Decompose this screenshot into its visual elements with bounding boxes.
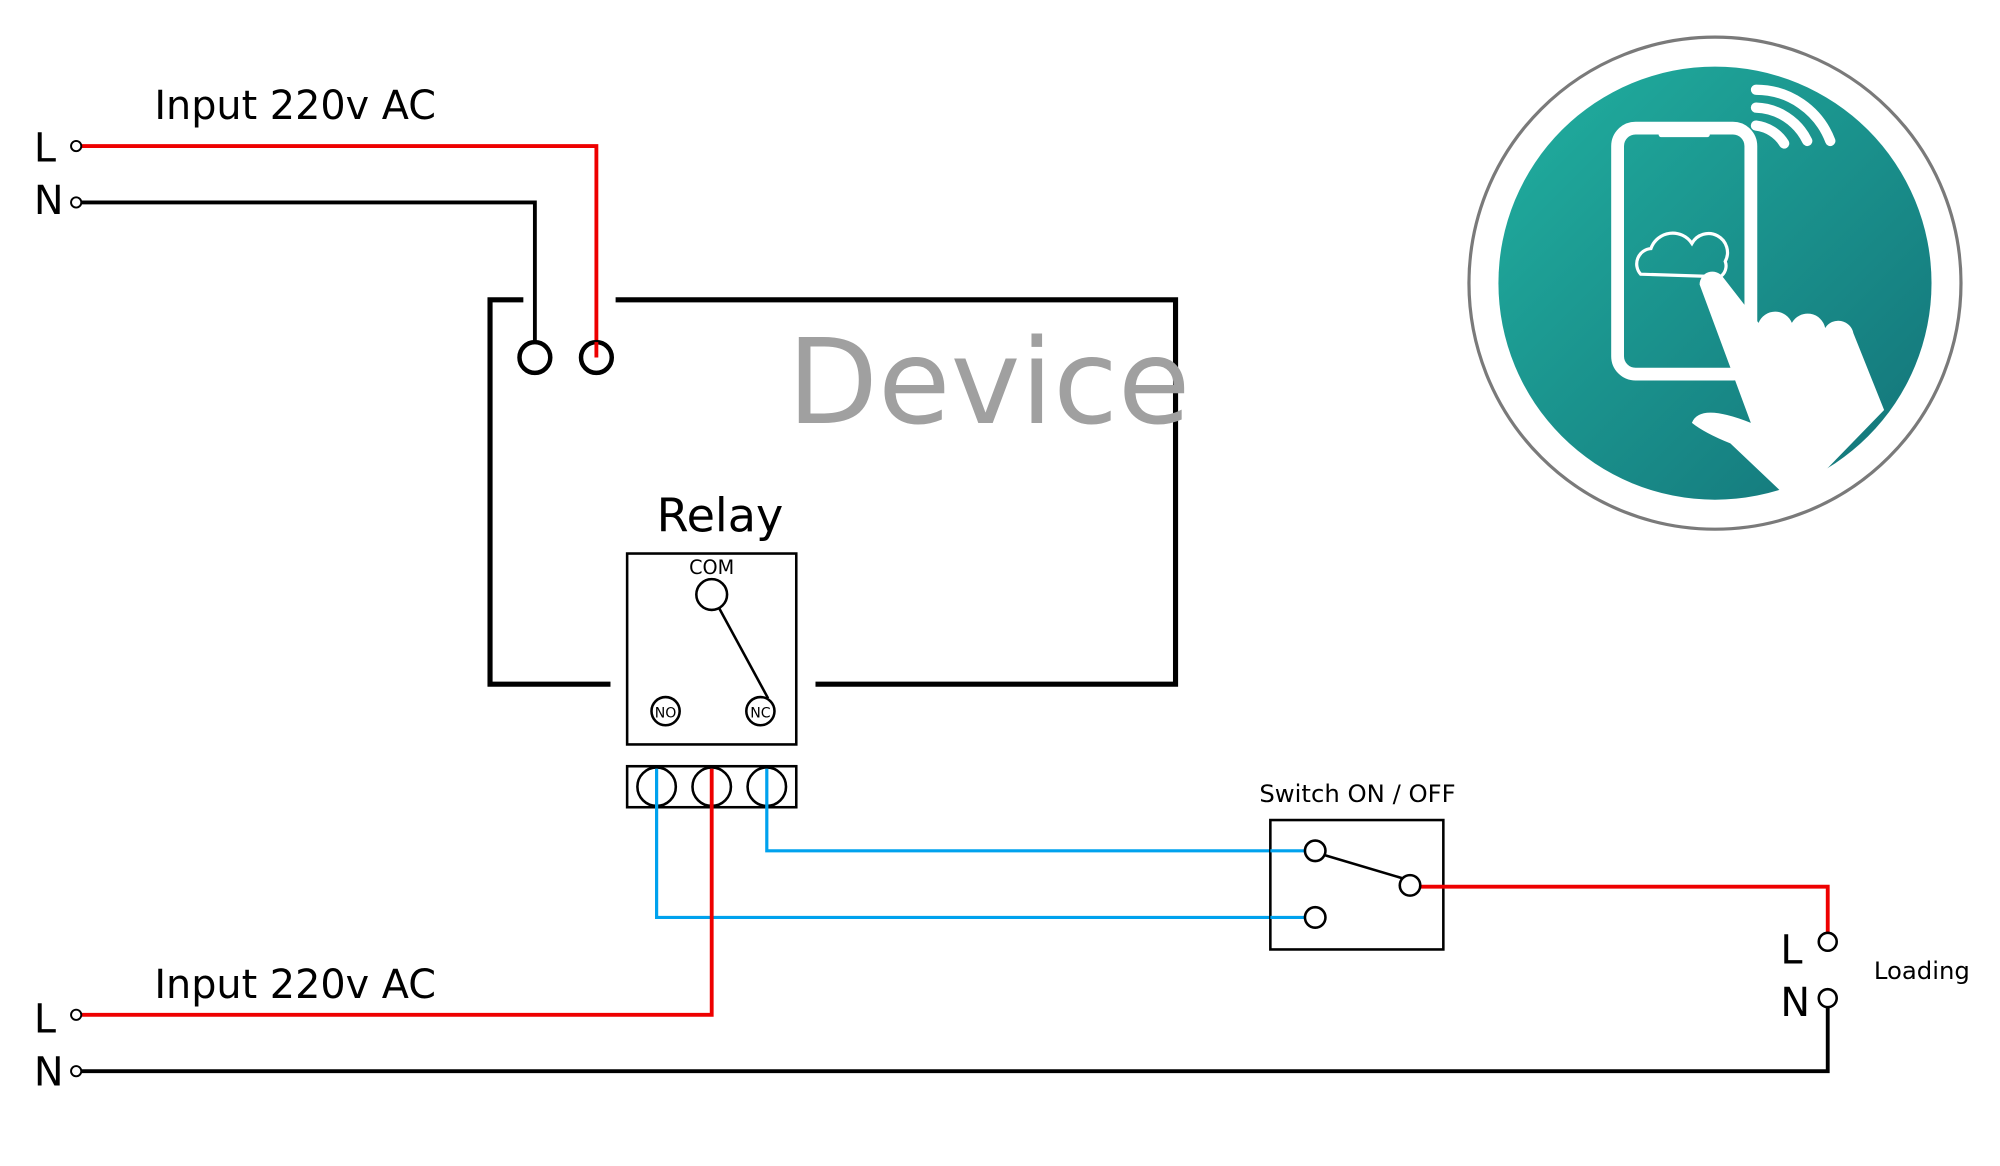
switch-lever (1322, 853, 1406, 881)
neutral-wire-top (77, 200, 537, 357)
load-label-l: L (1780, 928, 1802, 974)
input-label-bottom: Input 220v AC (154, 962, 436, 1008)
terminal-label-n-bottom: N (34, 1049, 64, 1095)
live-wire-load (1410, 884, 1830, 941)
signal-wire-1 (765, 768, 1316, 853)
relay-label: Relay (657, 489, 784, 543)
live-wire-bottom (77, 768, 714, 1017)
load-label-n: N (1780, 980, 1810, 1026)
live-wire-top (77, 144, 599, 357)
terminal-label-l-bottom: L (34, 997, 56, 1043)
terminal-l-top (70, 139, 83, 153)
terminal-n-top (70, 196, 83, 209)
signal-wire-2 (655, 768, 1316, 920)
relay-no-terminal (650, 695, 681, 727)
load-terminal-l (1817, 931, 1838, 953)
switch-terminal-1 (1303, 839, 1327, 863)
terminal-n-bottom (70, 1065, 83, 1078)
relay-no-label: NO (655, 706, 677, 722)
switch-terminal-2 (1303, 905, 1327, 929)
input-label-top: Input 220v AC (154, 83, 436, 129)
device-terminal-n (517, 339, 553, 376)
relay-nc-label: NC (750, 706, 771, 722)
terminal-l-bottom (70, 1008, 83, 1021)
switch-label: Switch ON / OFF (1259, 779, 1455, 808)
terminal-label-n-top: N (34, 178, 64, 224)
neutral-wire-bottom (77, 999, 1830, 1074)
loading-label: Loading (1874, 956, 1970, 985)
relay-com-label: COM (689, 556, 734, 579)
relay-nc-terminal (745, 695, 776, 727)
switch-common-terminal (1398, 873, 1422, 897)
smartphone-touch-icon (1467, 35, 1963, 531)
terminal-label-l-top: L (34, 125, 56, 171)
relay-contact (718, 608, 770, 699)
device-box (487, 297, 1179, 687)
relay-com-terminal (695, 577, 729, 612)
load-terminal-n (1817, 987, 1838, 1009)
device-label: Device (787, 314, 1190, 451)
